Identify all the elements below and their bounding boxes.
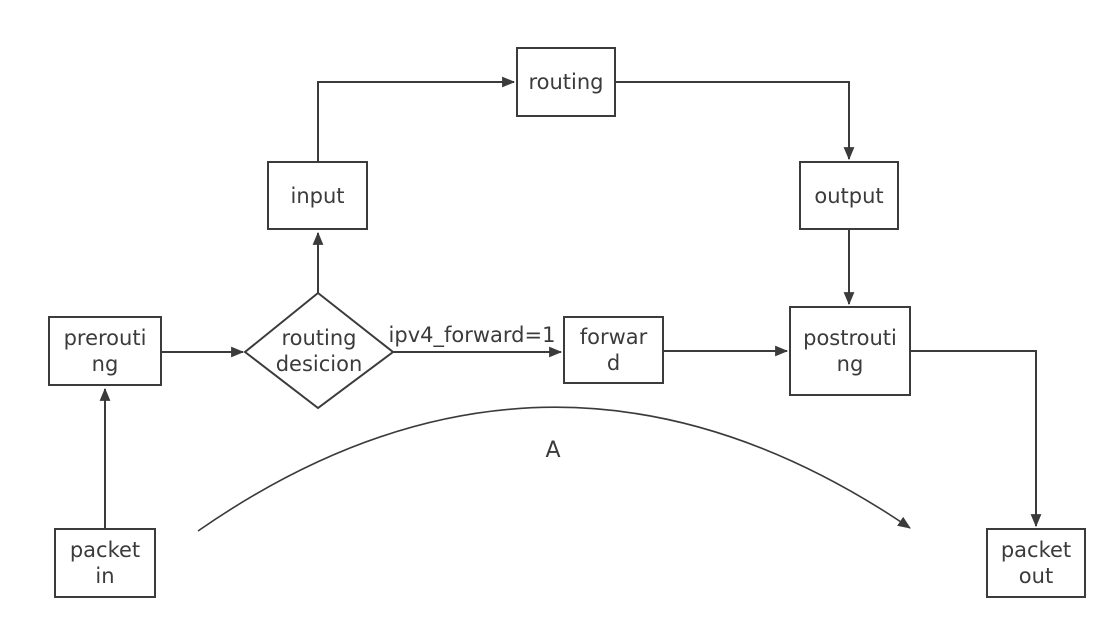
node-packet-in: packet in	[54, 528, 156, 598]
node-routing-label: routing	[528, 70, 604, 94]
node-postrouting-label: postrouting	[803, 326, 897, 376]
node-packet-out-label: packet out	[1000, 538, 1072, 588]
node-routing-decision: routing desicion	[267, 325, 371, 377]
node-packet-out: packet out	[986, 528, 1086, 598]
node-routing-decision-shape	[243, 291, 395, 410]
node-output-label: output	[814, 183, 884, 208]
node-prerouting: prerouting	[48, 316, 162, 386]
node-routing: routing	[516, 47, 616, 117]
node-prerouting-label: prerouting	[63, 326, 147, 376]
node-postrouting: postrouting	[789, 306, 911, 396]
node-input: input	[267, 161, 368, 230]
edge-bypass-arc	[197, 406, 911, 532]
node-forward-label: forward	[579, 325, 648, 375]
edge-label-a: A	[545, 438, 561, 463]
edge-input-to-routing	[317, 76, 516, 161]
edge-postrouting-to-packet-out	[911, 350, 1042, 528]
edge-routing-to-output	[616, 81, 855, 161]
node-routing-decision-label: routing desicion	[275, 326, 363, 376]
node-forward: forward	[563, 316, 664, 384]
node-input-label: input	[290, 183, 345, 208]
edge-label-ipv4-forward: ipv4_forward=1	[388, 323, 556, 347]
node-output: output	[799, 161, 899, 230]
node-packet-in-label: packet in	[69, 538, 141, 588]
